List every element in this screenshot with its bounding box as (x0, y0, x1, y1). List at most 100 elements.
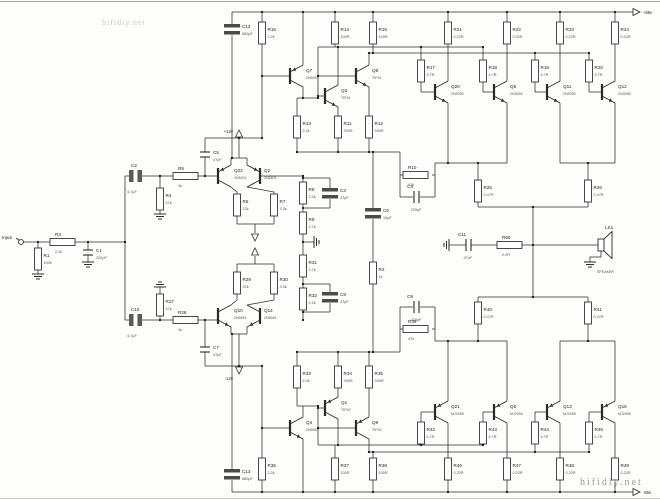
label: R23 (566, 27, 575, 32)
label: 0.22R (513, 471, 523, 475)
label: 2.2k (55, 250, 62, 254)
wire (493, 415, 508, 424)
junction-dot (86, 240, 90, 244)
junction-dot (260, 490, 264, 494)
resistor-body (369, 457, 377, 481)
cap-plate (365, 215, 381, 219)
label: LS1 (605, 225, 614, 230)
label: R9 (309, 217, 315, 222)
emitter-arrow (331, 102, 336, 106)
label: C9 (407, 294, 413, 299)
label: 330R (344, 379, 353, 383)
resistor-body (444, 457, 452, 481)
label: 3.3k (280, 285, 287, 289)
label: C13 (242, 469, 251, 474)
junction-dot (316, 74, 320, 78)
label: R47 (513, 463, 522, 468)
emitter-arrow (608, 98, 613, 102)
junction-dot (301, 490, 305, 494)
resistor-body (479, 421, 487, 445)
emitter-arrow (549, 403, 554, 407)
resistor-body (444, 21, 452, 45)
label: TIP42 (341, 408, 351, 412)
label: MJ2955 (618, 412, 631, 416)
wire (355, 79, 370, 88)
label: R12 (375, 121, 384, 126)
label: 0.22R (454, 35, 464, 39)
label: C5 (213, 150, 219, 155)
label: 47k (166, 307, 172, 311)
label: R21 (454, 27, 463, 32)
label: R33 (303, 371, 312, 376)
power-arrow-+12v: +12v (224, 129, 244, 138)
label: 100R (341, 471, 350, 475)
label: R11 (344, 121, 353, 126)
label: 2N5551 (234, 316, 247, 320)
resistor-body (611, 21, 619, 45)
junction-dot (333, 490, 337, 494)
junction-dot (336, 45, 340, 49)
label: 680µF (242, 477, 254, 481)
label: 100R (341, 35, 350, 39)
resistor-body (365, 365, 373, 389)
resistor-body (293, 115, 301, 139)
cap-plate (224, 24, 240, 28)
cap-plate (224, 476, 240, 480)
label: 4.7µF (127, 190, 137, 194)
speaker-cone (603, 230, 613, 260)
junction-dot (301, 96, 305, 100)
label: 2N5401 (264, 176, 277, 180)
label: R10 (408, 165, 417, 170)
junction-dot (505, 490, 509, 494)
wire (246, 319, 261, 328)
junction-dot (295, 350, 299, 354)
resistor-body (299, 181, 307, 205)
speaker-body (597, 238, 605, 252)
label: Q22 (234, 168, 243, 173)
label: R22 (513, 27, 522, 32)
junction-dot (371, 450, 375, 454)
junction-dot (301, 174, 305, 178)
junction-dot (230, 156, 234, 160)
label: 47k (408, 183, 414, 187)
junction-dot (367, 150, 371, 154)
cap-plate (137, 314, 142, 326)
junction-dot (419, 45, 423, 49)
resistor-body (299, 287, 307, 311)
emitter-arrow (292, 67, 297, 71)
emitter-arrow (296, 434, 301, 438)
label: Q1 (341, 400, 348, 405)
resistor-body (331, 457, 339, 481)
capacitor-C2: C24.7µF (127, 163, 142, 194)
label: C6 (383, 208, 389, 213)
label: Q5 (510, 84, 517, 89)
junction-dot (301, 240, 305, 244)
label: 220pF (411, 318, 422, 322)
resistor-body (369, 21, 377, 45)
wire (246, 179, 261, 188)
resistor-body (293, 365, 301, 389)
power-arrow--55v: -55v (632, 487, 652, 497)
resistor-body (556, 21, 564, 45)
ground-symbol (154, 281, 166, 288)
resistor-body (402, 325, 429, 333)
arrow-symbol (234, 366, 244, 375)
label: R15 (379, 27, 388, 32)
resistor-R8: R82.2k (299, 181, 316, 205)
